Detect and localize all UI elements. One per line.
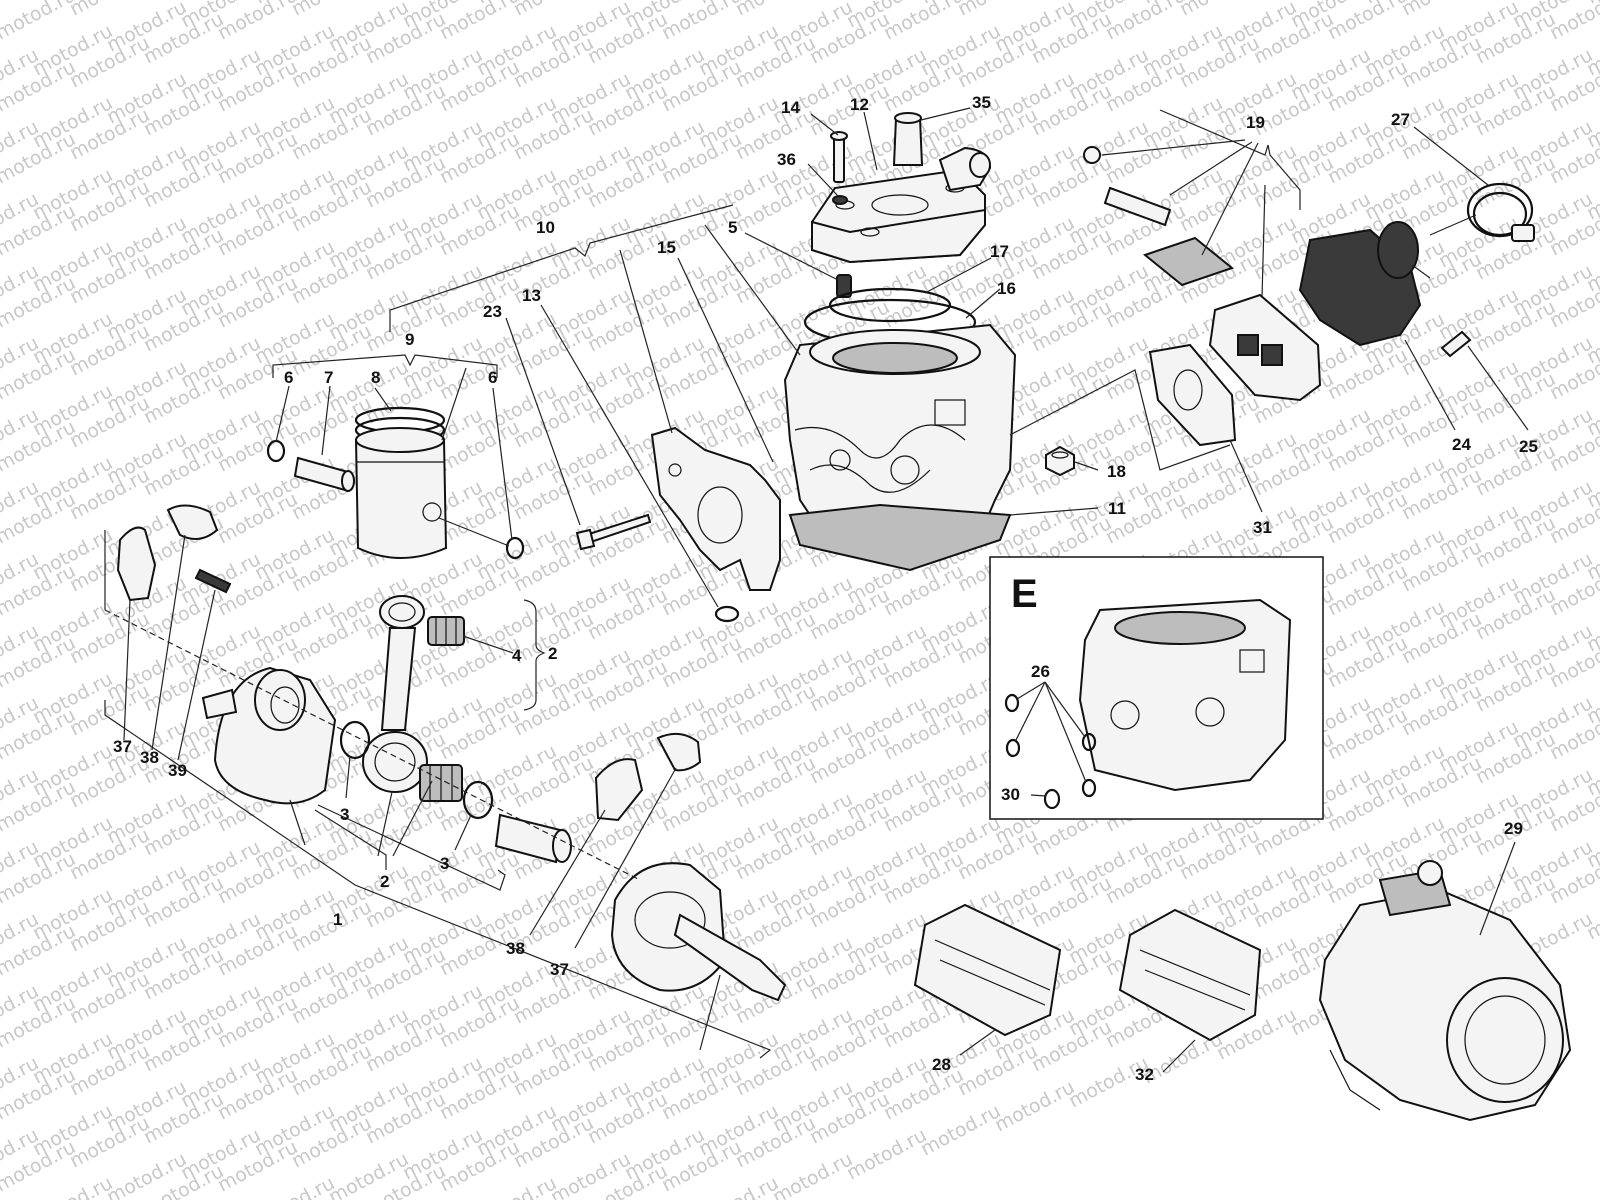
watermark-text: motod.ru [991, 1076, 1078, 1136]
callout-27: 27 [1391, 110, 1410, 129]
inset-panel: E [989, 556, 1324, 820]
callout-28: 28 [932, 1055, 951, 1074]
callout-3: 3 [440, 854, 449, 873]
callout-12: 12 [850, 95, 869, 114]
intake-manifold [1298, 221, 1422, 347]
callout-3: 3 [340, 805, 349, 824]
callout-17: 17 [990, 242, 1009, 261]
callout-29: 29 [1504, 819, 1523, 838]
callout-15: 15 [657, 238, 676, 257]
callout-35: 35 [972, 93, 991, 112]
watermark-text: motod.ru [843, 1124, 930, 1184]
small-end-bearing [427, 616, 465, 646]
callout-13: 13 [522, 286, 541, 305]
callout-23: 23 [483, 302, 502, 321]
callout-6: 6 [488, 368, 497, 387]
watermark-text: motod.ru [917, 1100, 1004, 1160]
callout-10: 10 [536, 218, 555, 237]
callout-19: 19 [1246, 113, 1265, 132]
watermark-text: motod.ru [695, 1172, 782, 1200]
callout-18: 18 [1107, 462, 1126, 481]
watermark-text: motod.ru [0, 0, 79, 44]
callout-24: 24 [1452, 435, 1471, 454]
callout-1: 1 [333, 910, 342, 929]
callout-26: 26 [1031, 662, 1050, 681]
callout-38: 38 [140, 748, 159, 767]
callout-2: 2 [380, 872, 389, 891]
watermark-text: motod.ru [473, 1172, 560, 1200]
callout-4: 4 [512, 646, 522, 665]
callout-25: 25 [1519, 437, 1538, 456]
callout-6: 6 [284, 368, 293, 387]
callout-14: 14 [781, 98, 800, 117]
callout-36: 36 [777, 150, 796, 169]
watermark-text: motod.ru [29, 1172, 116, 1200]
callout-32: 32 [1135, 1065, 1154, 1084]
callout-16: 16 [997, 279, 1016, 298]
watermark-text: motod.ru [1583, 0, 1600, 8]
callout-37: 37 [113, 737, 132, 756]
inset-letter: E [1011, 572, 1038, 616]
callout-37: 37 [550, 960, 569, 979]
callout-31: 31 [1253, 518, 1272, 537]
big-end-bearing [419, 764, 463, 802]
callout-39: 39 [168, 761, 187, 780]
callout-9: 9 [405, 330, 414, 349]
watermark-text: motod.ru [251, 1172, 338, 1200]
callout-2: 2 [548, 644, 557, 663]
callout-5: 5 [728, 218, 737, 237]
callout-30: 30 [1001, 785, 1020, 804]
callout-7: 7 [324, 368, 333, 387]
callout-38: 38 [506, 939, 525, 958]
callout-8: 8 [371, 368, 380, 387]
watermark-text: motod.ru [769, 1148, 856, 1200]
callout-11: 11 [1108, 499, 1126, 518]
